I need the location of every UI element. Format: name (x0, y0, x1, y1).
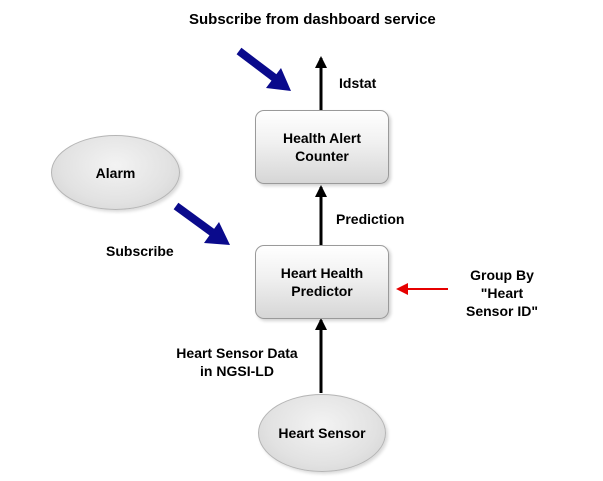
group-by-line-1: Group By (470, 267, 534, 283)
prediction-label: Prediction (336, 211, 405, 227)
heart-sensor-label: Heart Sensor (278, 425, 366, 441)
health-alert-counter-line-1: Health Alert (282, 130, 362, 146)
alarm-node: Alarm (51, 135, 180, 210)
heart-sensor-data-label: Heart Sensor Data in NGSI-LD (160, 344, 314, 380)
heart-sensor-data-line-1: Heart Sensor Data (176, 345, 298, 361)
idstat-label: Idstat (339, 75, 377, 91)
group-by-label: Group By "Heart Sensor ID" (452, 266, 552, 320)
subscribe-label: Subscribe (106, 243, 174, 259)
group-by-line-3: Sensor ID" (466, 303, 538, 319)
diagram-title: Subscribe from dashboard service (189, 11, 436, 28)
alarm-label: Alarm (95, 164, 136, 181)
health-alert-counter-node: Health Alert Counter (255, 110, 389, 184)
heart-health-predictor-line-2: Predictor (291, 283, 353, 299)
heart-health-predictor-line-1: Heart Health (280, 265, 364, 281)
dashboard-subscribe-arrow (236, 47, 291, 91)
alarm-subscribe-arrow (173, 202, 230, 245)
heart-sensor-data-line-2: in NGSI-LD (200, 363, 274, 379)
group-by-line-2: "Heart (480, 285, 524, 301)
health-alert-counter-line-2: Counter (295, 148, 349, 164)
heart-sensor-node: Heart Sensor (258, 394, 386, 472)
heart-health-predictor-node: Heart Health Predictor (255, 245, 389, 319)
